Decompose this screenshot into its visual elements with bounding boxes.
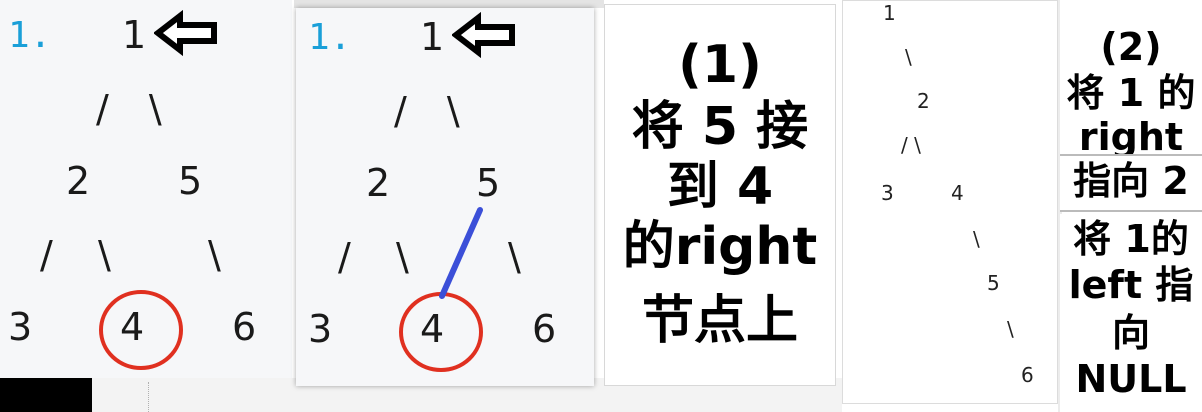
tree-node-root: 1: [420, 15, 445, 59]
tree-node-4: 4: [120, 305, 145, 349]
tree-branch-2: / \: [901, 133, 921, 157]
caption-step2-line3: right: [1078, 115, 1184, 154]
tree-branch-3: \: [973, 227, 980, 251]
tree-node-root: 1: [122, 13, 147, 57]
caption-panel-step3: 将 1的 left 指 向 NULL: [1060, 214, 1202, 412]
tree-node-4: 4: [951, 181, 964, 205]
black-block: [0, 378, 92, 412]
tree-panel-connected: 1. 1 / \ 2 5 / \ \ 3 4 6: [296, 8, 594, 386]
tree-node-5: 5: [476, 161, 501, 205]
left-arrow-icon: [154, 10, 217, 56]
dotted-divider: [148, 382, 149, 412]
highlight-circle: [99, 290, 183, 370]
caption-step3-line2: left 指: [1068, 263, 1194, 307]
caption-step1-line4: 的right: [622, 217, 818, 277]
tree-branch-4: \: [1007, 317, 1014, 341]
caption-step3-line4: NULL: [1075, 357, 1187, 401]
line-number: 1.: [308, 17, 352, 58]
panel-gap: [294, 0, 604, 8]
tree-branch-2-left: /: [338, 235, 351, 279]
tree-node-2: 2: [917, 89, 930, 113]
caption-step2-box: 指向 2: [1060, 154, 1202, 212]
caption-step1-line3: 到 4: [666, 157, 774, 217]
tree-node-3: 3: [308, 307, 333, 351]
caption-panel-step2: (2) 将 1 的 right: [1060, 0, 1202, 154]
tree-branch-1: \: [905, 45, 912, 69]
caption-step3-line3: 向: [1111, 311, 1150, 355]
tree-branch-2-right: \: [396, 235, 409, 279]
tree-branch-root: / \: [394, 89, 474, 133]
tree-node-2: 2: [366, 161, 391, 205]
tree-node-3: 3: [8, 305, 33, 349]
tree-branch-2-left: /: [40, 233, 53, 277]
tree-node-4: 4: [420, 307, 445, 351]
caption-step3-line1: 将 1的: [1073, 217, 1189, 261]
tree-node-6: 6: [232, 305, 257, 349]
tree-node-3: 3: [881, 181, 894, 205]
tree-node-5: 5: [178, 159, 203, 203]
tree-panel-result: 1 \ 2 / \ 3 4 \ 5 \ 6: [842, 0, 1058, 404]
tree-branch-5-right: \: [208, 233, 221, 277]
tree-node-1: 1: [883, 1, 896, 25]
caption-step1-line2: 将 5 接: [631, 97, 809, 157]
tree-node-6: 6: [1021, 363, 1034, 387]
caption-step2-heading: (2): [1100, 25, 1162, 69]
tree-branch-5-right: \: [508, 235, 521, 279]
tree-branch-root: / \: [96, 87, 176, 131]
tree-node-5: 5: [987, 271, 1000, 295]
caption-panel-step1: (1) 将 5 接 到 4 的right 节点上: [604, 4, 836, 386]
tree-panel-original: 1. 1 / \ 2 5 / \ \ 3 4 6: [0, 0, 292, 378]
caption-step2-line2: 将 1 的: [1066, 71, 1196, 115]
connector-line: [439, 207, 483, 299]
caption-step1-line5: 节点上: [641, 291, 798, 351]
caption-step2-line4: 指向 2: [1073, 159, 1189, 203]
left-arrow-icon: [452, 12, 515, 58]
line-number: 1.: [8, 15, 52, 56]
tree-branch-2-right: \: [98, 233, 111, 277]
caption-step1-heading: (1): [678, 35, 762, 95]
tree-node-6: 6: [532, 307, 557, 351]
tree-node-2: 2: [66, 159, 91, 203]
